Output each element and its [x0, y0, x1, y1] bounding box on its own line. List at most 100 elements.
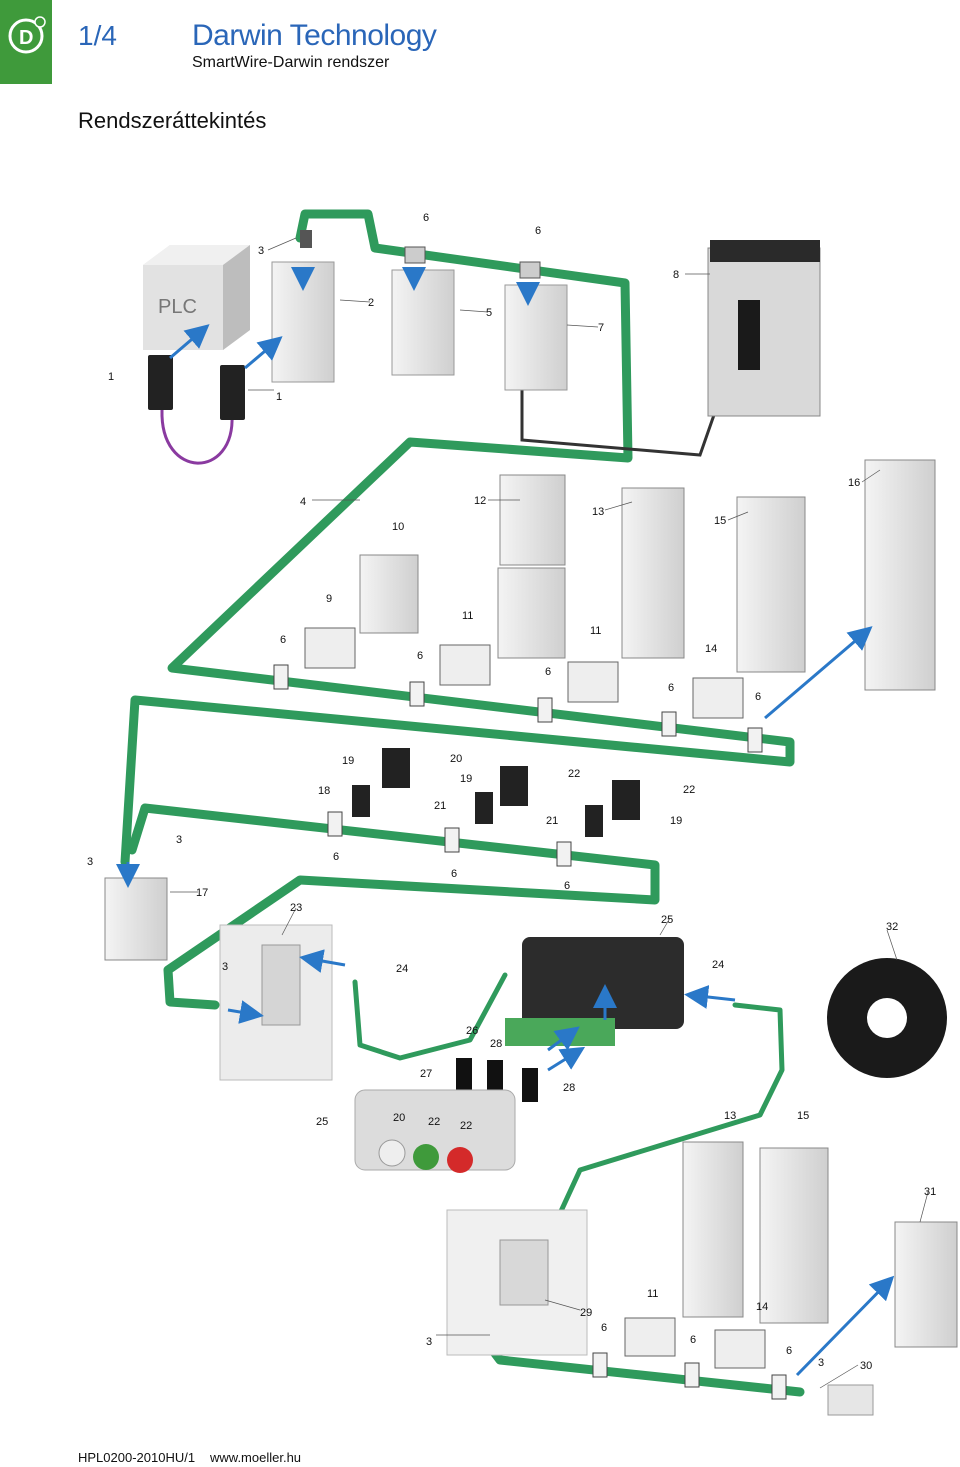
callout-label: 3: [426, 1336, 432, 1348]
callout-label: 32: [886, 921, 898, 933]
callout-label: 17: [196, 887, 208, 899]
page-title: Darwin Technology: [192, 19, 437, 52]
plc-label: PLC: [158, 296, 197, 318]
darwin-logo-icon: D: [8, 16, 46, 54]
callout-label: 6: [417, 650, 423, 662]
callout-label: 7: [598, 322, 604, 334]
callout-label: 23: [290, 902, 302, 914]
bottom-function-elements: [624, 1317, 766, 1369]
callout-label: 15: [714, 515, 726, 527]
terminating-resistor: [827, 1384, 874, 1416]
callout-label: 6: [690, 1334, 696, 1346]
callout-label: 6: [755, 691, 761, 703]
callout-label: 30: [860, 1360, 872, 1372]
profibus-connector-a: [148, 355, 173, 410]
device-plugs-row1: [273, 664, 763, 753]
contactor: [359, 554, 419, 634]
callout-label: 13: [724, 1110, 736, 1122]
callout-label: 15: [797, 1110, 809, 1122]
plc-block: PLC: [143, 245, 250, 350]
motor-starters: [497, 459, 936, 691]
callout-label: 24: [396, 963, 408, 975]
callout-label: 3: [818, 1357, 824, 1369]
callout-label: 25: [661, 914, 673, 926]
callout-label: 11: [647, 1288, 658, 1300]
callout-label: 19: [670, 815, 682, 827]
callout-label: 24: [712, 959, 724, 971]
callout-label: 21: [546, 815, 558, 827]
cable-row3: [127, 803, 660, 1010]
cable-profibus: [160, 409, 234, 465]
power-feed-module: [104, 877, 168, 961]
callout-label: 27: [420, 1068, 432, 1080]
leader-lines: [170, 237, 929, 1389]
callout-label: 19: [460, 773, 472, 785]
callout-label: 4: [300, 496, 306, 508]
callout-label: 6: [333, 851, 339, 863]
device-plug: [404, 246, 426, 264]
svg-text:D: D: [19, 27, 33, 49]
callout-label: 14: [756, 1301, 768, 1313]
callout-label: 3: [176, 834, 182, 846]
callout-label: 22: [460, 1120, 472, 1132]
callout-label: 11: [590, 625, 601, 637]
section-title: Rendszeráttekintés: [78, 108, 267, 133]
callout-label: 28: [563, 1082, 575, 1094]
document-code: HPL0200-2010HU/1: [78, 1450, 196, 1465]
cable-m12-right: [553, 1002, 785, 1225]
circuit-breaker: [707, 247, 821, 417]
function-elements: [304, 627, 744, 719]
callout-label: 20: [450, 753, 462, 765]
device-plug: [519, 261, 541, 279]
callout-label: 13: [592, 506, 604, 518]
callout-label: 19: [342, 755, 354, 767]
callout-label: 10: [392, 521, 404, 533]
callout-label: 28: [490, 1038, 502, 1050]
callout-label: 1: [276, 391, 282, 403]
brand-logo-box: D: [0, 0, 52, 84]
cable-black: [520, 388, 724, 457]
bottom-starters: [682, 1141, 958, 1348]
cable-top-loop: [120, 209, 795, 867]
callout-label: 18: [318, 785, 330, 797]
device-plugs-row2: [327, 811, 572, 867]
callout-label: 16: [848, 477, 860, 489]
callout-label: 6: [668, 682, 674, 694]
callout-label: 5: [486, 307, 492, 319]
callout-label: 9: [326, 593, 332, 605]
callout-label: 2: [368, 297, 374, 309]
callout-label: 12: [474, 495, 486, 507]
callout-label: 6: [280, 634, 286, 646]
connection-arrows: [116, 267, 895, 1377]
callout-label: 6: [786, 1345, 792, 1357]
callout-label: 6: [564, 880, 570, 892]
callout-label: 1: [108, 371, 114, 383]
callout-label: 22: [568, 768, 580, 780]
callout-label: 21: [434, 800, 446, 812]
function-modules-27-28: [456, 1058, 538, 1102]
pushbutton-elements: [352, 748, 640, 837]
callout-label: 3: [222, 961, 228, 973]
profibus-connector-b: [220, 365, 245, 420]
callout-label: 29: [580, 1307, 592, 1319]
callout-label: 8: [673, 269, 679, 281]
callout-label: 6: [545, 666, 551, 678]
callout-label: 3: [258, 245, 264, 257]
website-link[interactable]: www.moeller.hu: [210, 1450, 302, 1465]
callout-label: 22: [428, 1116, 440, 1128]
io-module-5: [391, 269, 455, 376]
page-number: 1/4: [78, 20, 117, 51]
callout-label: 6: [535, 225, 541, 237]
callout-label: 6: [601, 1322, 607, 1334]
callout-label: 25: [316, 1116, 328, 1128]
callout-labels: 3 6 6 8 2 5 7 1 1 4 10 12 13 15 16 9 11 …: [87, 212, 936, 1372]
callout-label: 31: [924, 1186, 936, 1198]
device-plug: [300, 230, 312, 248]
callout-label: 20: [393, 1112, 405, 1124]
callout-label: 22: [683, 784, 695, 796]
io-module-7: [504, 284, 568, 391]
callout-label: 11: [462, 610, 473, 622]
callout-label: 14: [705, 643, 717, 655]
callout-label: 6: [423, 212, 429, 224]
